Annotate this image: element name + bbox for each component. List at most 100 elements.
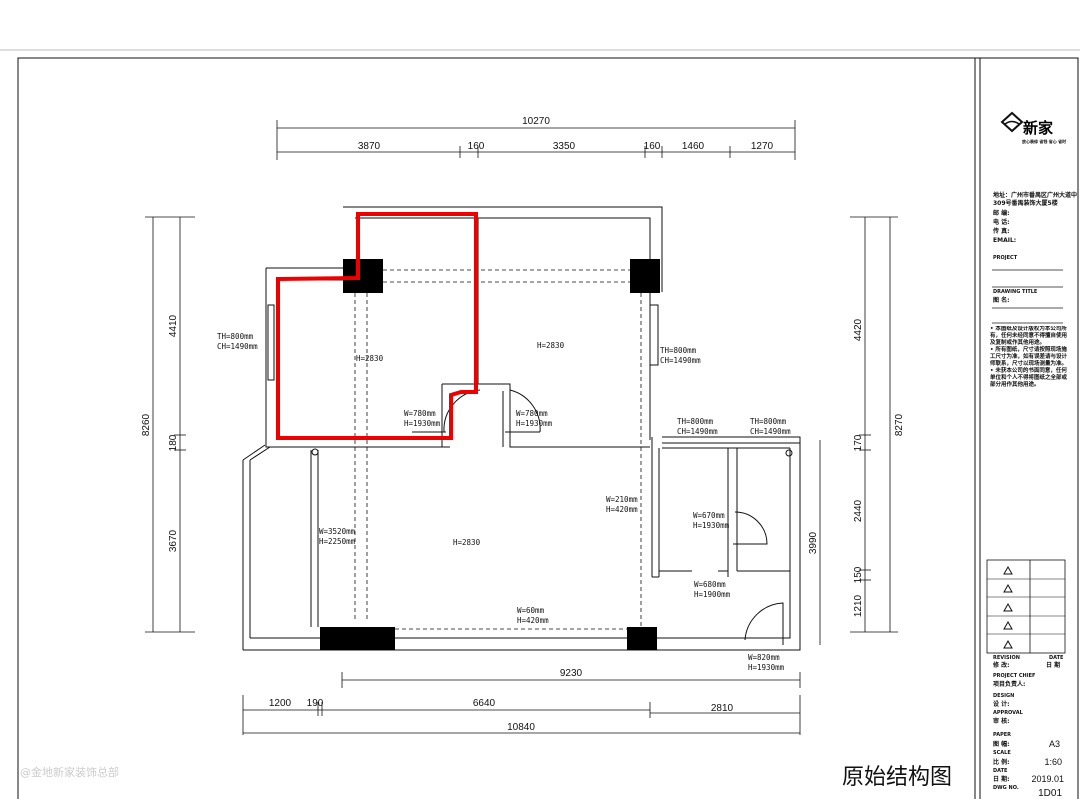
dwg-value: 1D01 — [1038, 788, 1062, 799]
dim-bottom-seg: 190 — [307, 698, 324, 709]
top-dimensions: 10270 3870 160 3350 160 1460 1270 — [276, 116, 796, 160]
dim-left-seg: 180 — [168, 434, 179, 451]
dim-bottom-inner: 9230 — [560, 668, 583, 679]
scale-label: SCALE — [993, 750, 1011, 756]
room-height-label: H=2830 — [537, 341, 565, 350]
dim-right-seg: 2440 — [853, 499, 864, 522]
window-label: CH=1490mm — [217, 342, 258, 351]
doors — [412, 389, 784, 645]
approval-cn: 审 核: — [993, 717, 1010, 725]
dim-bottom-total: 10840 — [507, 722, 535, 733]
design-label: DESIGN — [993, 693, 1014, 699]
date-label: DATE — [1049, 655, 1064, 661]
highlight-outline — [276, 212, 478, 440]
door-label: H=2250mm — [319, 537, 356, 546]
paper-value: A3 — [1049, 739, 1060, 749]
note: • 所有图纸，尺寸请按照现场施工尺寸为准，如有误差请与设计师联系，尺寸以现场测量… — [990, 347, 1068, 367]
revision-cn: 修 改: — [992, 661, 1010, 669]
column — [630, 259, 660, 293]
field-label: 电 话: — [993, 218, 1010, 226]
dim-right-total: 8270 — [894, 413, 905, 436]
door-label: W=680mm — [694, 580, 726, 589]
bottom-dimensions: 9230 1200 190 6640 2810 10840 — [242, 668, 801, 735]
window-label: CH=1490mm — [750, 427, 791, 436]
brand-name: 新家 — [1023, 119, 1053, 137]
structural-columns — [320, 259, 660, 650]
dim-top-total: 10270 — [522, 116, 550, 127]
brand-logo-icon — [1000, 111, 1024, 133]
dim-right-seg: 1210 — [853, 594, 864, 617]
watermark: @金地新家装饰总部 — [20, 765, 119, 779]
dim-top-seg: 1460 — [682, 141, 705, 152]
room-height-label: H=2830 — [356, 354, 384, 363]
drawing-name-label: 图 名: — [993, 296, 1010, 304]
date-cn: 日 期 — [1046, 661, 1060, 669]
dim-top-seg: 3870 — [358, 141, 381, 152]
dim-top-seg: 1270 — [751, 141, 774, 152]
field-label: EMAIL: — [993, 237, 1016, 244]
drawing-title-label: DRAWING TITLE — [993, 289, 1038, 295]
project-chief-label: PROJECT CHIEF — [993, 673, 1035, 679]
title-block: 新家 放心装修 省钱 省心 省时 地址：广州市番禺区广州大道中 309号番禺装饰… — [986, 111, 1077, 799]
field-label: 邮 编: — [993, 209, 1010, 217]
door-label: W=820mm — [748, 653, 780, 662]
door-label: H=1900mm — [694, 590, 731, 599]
window-label: TH=800mm — [750, 417, 787, 426]
plan-labels: TH=800mm CH=1490mm TH=800mm CH=1490mm TH… — [217, 332, 791, 672]
dim-bottom-seg: 1200 — [269, 698, 292, 709]
dim-right-seg: 170 — [853, 434, 864, 451]
beam-label: H=420mm — [517, 616, 549, 625]
window-label: TH=800mm — [217, 332, 254, 341]
beam-label: H=420mm — [606, 505, 638, 514]
door-label: H=1930mm — [693, 521, 730, 530]
column — [343, 259, 383, 293]
door-label: H=1930mm — [516, 419, 553, 428]
paper-cn: 图 幅: — [993, 740, 1010, 748]
door-label: W=780mm — [404, 409, 436, 418]
date2-value: 2019.01 — [1031, 774, 1064, 784]
window-label: CH=1490mm — [677, 427, 718, 436]
field-label: 传 真: — [992, 227, 1010, 235]
project-label: PROJECT — [993, 255, 1018, 261]
project-chief-cn: 项目负责人: — [993, 680, 1025, 688]
dim-top-seg: 160 — [468, 141, 485, 152]
dim-left-seg: 3670 — [168, 529, 179, 552]
scale-cn: 比 例: — [993, 758, 1010, 766]
room-height-label: H=2830 — [453, 538, 481, 547]
beams-dashed — [354, 269, 642, 630]
design-cn: 设 计: — [993, 700, 1010, 708]
date2-cn: 日 期: — [993, 775, 1010, 783]
dim-left-seg: 4410 — [168, 314, 179, 337]
date2-label: DATE — [993, 768, 1008, 774]
door-label: W=3520mm — [319, 527, 356, 536]
column — [627, 627, 657, 650]
note: • 未获本公司的书面同意，任何单位和个人不得将图纸之全部或部分用作其他用途。 — [990, 368, 1068, 388]
dim-bottom-seg: 6640 — [473, 698, 496, 709]
window-label: TH=800mm — [660, 346, 697, 355]
dim-top-seg: 160 — [644, 141, 661, 152]
left-dimensions: 8260 4410 180 3670 — [141, 216, 195, 633]
door-label: H=1930mm — [404, 419, 441, 428]
door-label: W=670mm — [693, 511, 725, 520]
brand-sub: 放心装修 省钱 省心 省时 — [1021, 138, 1066, 144]
revision-triangle-icon — [1003, 565, 1013, 649]
scale-value: 1:60 — [1044, 757, 1062, 767]
column — [320, 627, 395, 650]
door-label: H=1930mm — [748, 663, 785, 672]
dim-top-seg: 3350 — [553, 141, 576, 152]
window-label: CH=1490mm — [660, 356, 701, 365]
revision-label: REVISION — [993, 655, 1020, 661]
dim-right-seg: 4420 — [853, 318, 864, 341]
window-label: TH=800mm — [677, 417, 714, 426]
dim-left-total: 8260 — [141, 413, 152, 436]
address-line: 309号番禺装饰大厦5楼 — [993, 199, 1058, 207]
right-dimensions: 8270 4420 170 2440 150 1210 3990 — [808, 216, 905, 645]
dim-bottom-seg: 2810 — [711, 703, 734, 714]
address-line: 地址：广州市番禺区广州大道中 — [993, 191, 1077, 199]
beam-label: W=210mm — [606, 495, 638, 504]
drawing-frame — [17, 57, 1079, 799]
dim-right-seg: 150 — [853, 566, 864, 583]
note: • 本图纸及设计版权为本公司所有，任何未经同意不得擅自使用及复制或作其他用途。 — [990, 326, 1068, 346]
door-label: W=780mm — [516, 409, 548, 418]
